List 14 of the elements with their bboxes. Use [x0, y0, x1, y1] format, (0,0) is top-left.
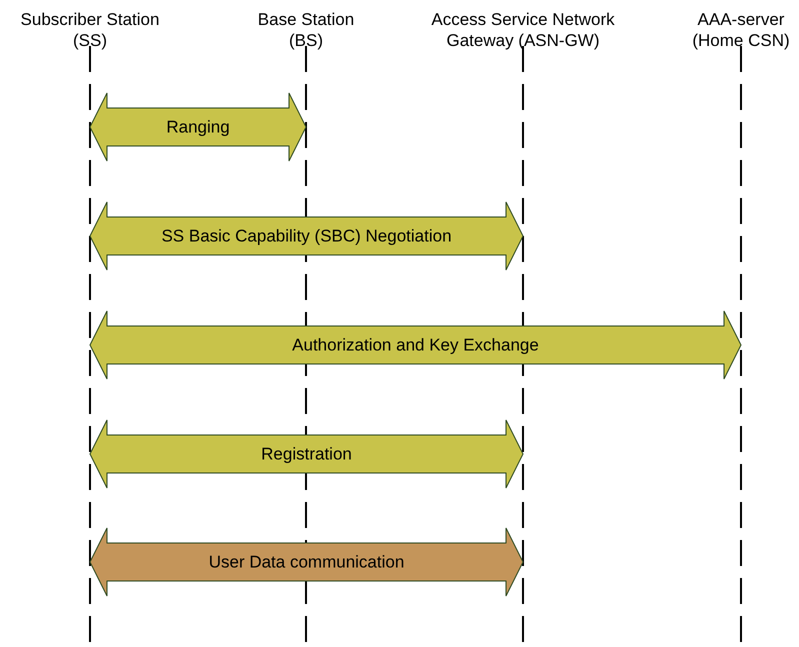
participant-label: AAA-server (Home CSN) — [691, 9, 791, 51]
participant-label: Access Service Network Gateway (ASN-GW) — [430, 9, 616, 51]
double-block-arrow — [89, 92, 307, 162]
double-block-arrow — [89, 420, 524, 488]
edge-label: Authorization and Key Exchange — [292, 334, 539, 356]
edge-label: SS Basic Capability (SBC) Negotiation — [161, 226, 452, 246]
double-block-arrow — [89, 202, 524, 270]
double-block-arrow — [89, 310, 742, 380]
edge-label: Registration — [261, 444, 352, 464]
double-block-arrow — [89, 528, 524, 596]
participant-label: Base Station (BS) — [256, 9, 356, 51]
participant-label: Subscriber Station (SS) — [20, 9, 160, 51]
edge-label: Ranging — [166, 116, 230, 138]
edge-label: User Data communication — [208, 552, 404, 572]
